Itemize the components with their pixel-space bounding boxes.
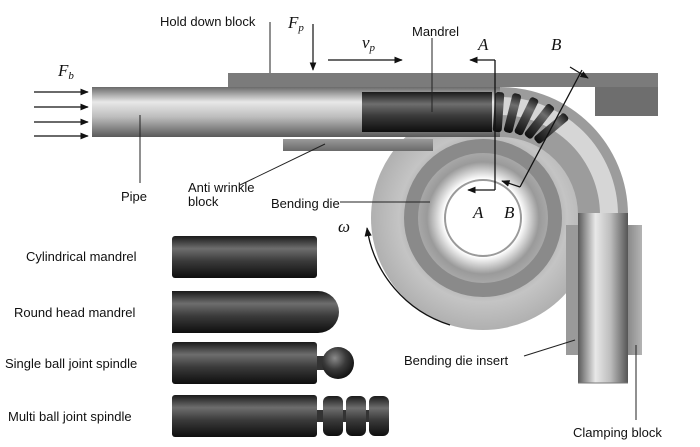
section-b-arrow-top [569,66,589,79]
mandrel-round-head [172,291,339,333]
bending-die-groove [404,139,562,297]
bending-die-insert [566,225,578,355]
rotation-arrow-omega [364,227,451,326]
clamping-block [628,225,642,355]
label-pipe: Pipe [121,189,148,204]
symbol-omega: ω [338,217,351,236]
hold-down-block-lower [595,87,658,116]
label-single-ball-joint-spindle: Single ball joint spindle [5,356,138,371]
label-round-head-mandrel: Round head mandrel [14,305,136,320]
symbol-a-bottom: A [473,203,484,222]
symbol-b-top: B [551,35,562,54]
pipe-vertical [578,213,628,383]
label-bending-die-insert: Bending die insert [404,353,509,368]
label-mandrel: Mandrel [412,24,459,39]
force-arrows-fb [34,88,89,140]
leader-lines [139,22,637,420]
label-bending-die: Bending die [271,196,340,211]
symbol-fp: Fp [288,13,304,35]
label-anti-wrinkle-block: Anti wrinkle block [188,180,255,209]
section-b-arrow-bottom [501,180,521,188]
mandrel-multi-ball [172,395,389,437]
hold-down-block [228,73,658,87]
mandrel-cylindrical [172,236,317,278]
symbol-b-bottom: B [504,203,515,222]
label-cylindrical-mandrel: Cylindrical mandrel [26,249,137,264]
anti-wrinkle-block [283,139,433,151]
mandrel [362,92,492,132]
section-b-line [519,69,583,188]
symbol-vp: vp [362,33,376,55]
bending-die-bore [444,179,522,257]
label-multi-ball-joint-spindle: Multi ball joint spindle [8,409,132,424]
symbol-a-top: A [478,35,489,54]
label-hold-down-block: Hold down block [160,14,256,29]
symbol-fb: Fb [58,61,74,83]
label-clamping-block: Clamping block [573,425,662,440]
mandrel-single-ball [172,342,354,384]
